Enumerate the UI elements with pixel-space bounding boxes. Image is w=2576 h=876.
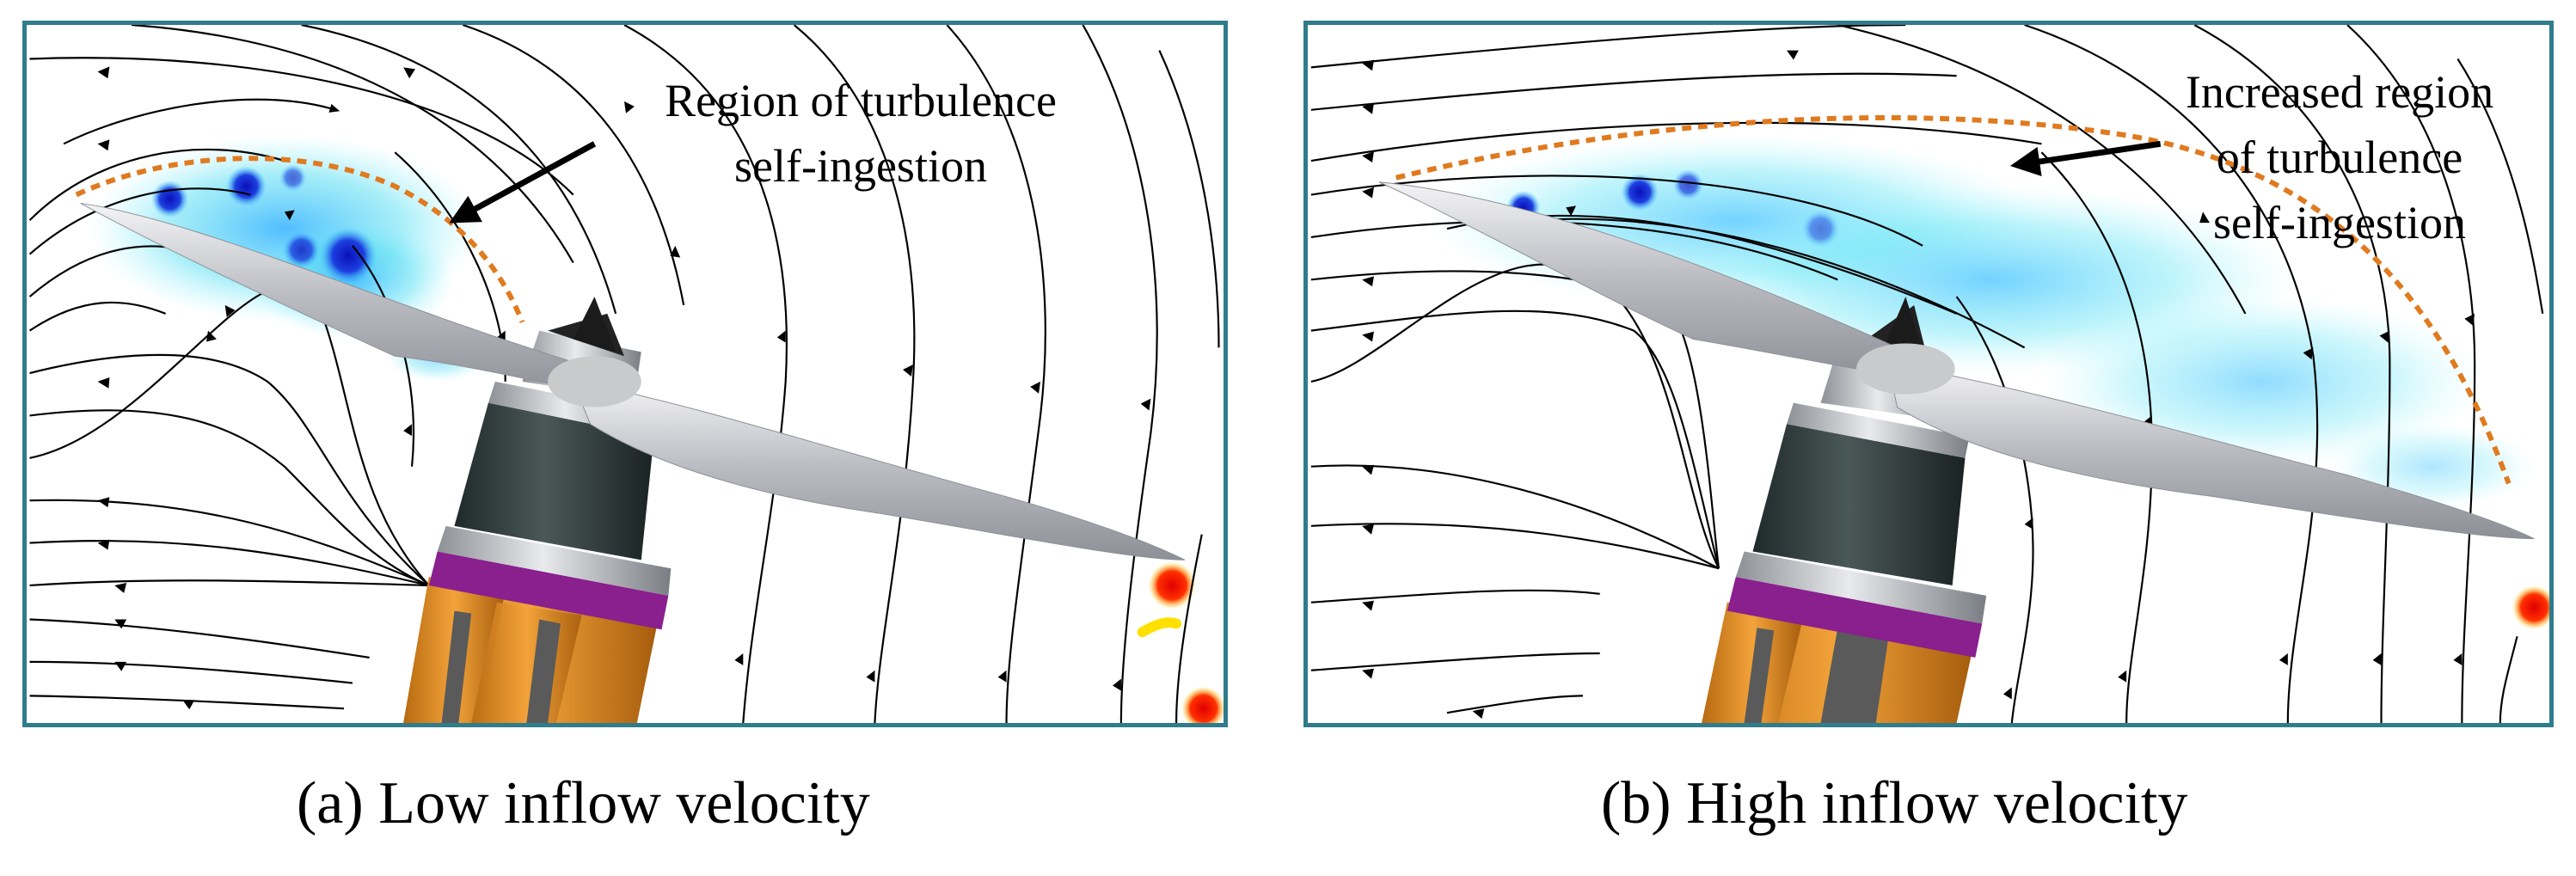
panel-low-inflow: Region of turbulence self-ingestion bbox=[22, 21, 1228, 727]
motor-icon bbox=[1702, 297, 1987, 723]
annotation-line: self-ingestion bbox=[734, 140, 987, 192]
annotation-line: self-ingestion bbox=[2213, 197, 2466, 248]
annotation-line: Increased region bbox=[2185, 66, 2494, 118]
flow-visualization-low bbox=[28, 25, 1224, 723]
propeller-icon bbox=[80, 202, 1186, 561]
caption-panel-a: (a) Low inflow velocity bbox=[297, 770, 870, 836]
turbulence-boundary bbox=[75, 156, 525, 323]
annotation-line: Region of turbulence bbox=[665, 75, 1057, 126]
streamline-arrows bbox=[1362, 50, 2475, 720]
annotation-pointer-arrow bbox=[2009, 140, 2162, 177]
annotation-pointer-arrow bbox=[449, 141, 597, 224]
annotation-increased-turbulence-region: Increased region of turbulence self-inge… bbox=[2159, 59, 2520, 255]
annotation-line: of turbulence bbox=[2216, 132, 2463, 183]
panel-high-inflow: Increased region of turbulence self-inge… bbox=[1303, 21, 2554, 727]
flow-visualization-high bbox=[1310, 25, 2549, 723]
motor-icon bbox=[403, 297, 672, 723]
propeller-icon bbox=[1378, 181, 2535, 540]
caption-panel-b: (b) High inflow velocity bbox=[1601, 770, 2188, 836]
annotation-turbulence-region: Region of turbulence self-ingestion bbox=[611, 68, 1110, 199]
turbulence-boundary bbox=[1395, 115, 2512, 485]
